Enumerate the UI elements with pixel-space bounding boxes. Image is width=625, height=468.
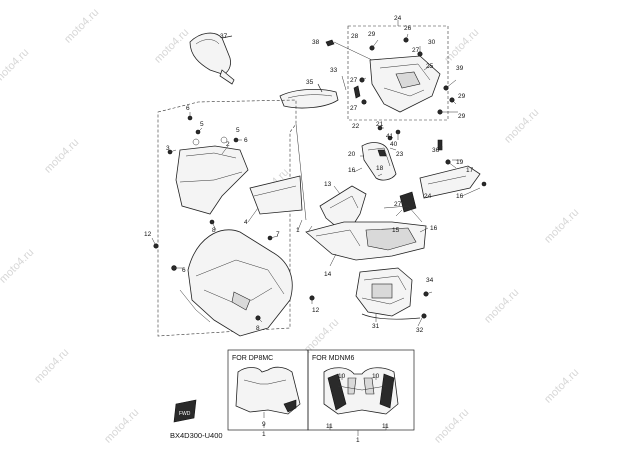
windscreen-part: [175, 136, 249, 215]
front-cowl-part: [179, 229, 293, 337]
variant-cowl-left: [235, 366, 301, 415]
callout-6c: 6: [182, 267, 186, 274]
front-direction-icon: FWD: [173, 399, 197, 423]
leader-lines-variant: [263, 374, 387, 436]
callout-labels: 37 35 33 38 24 28 29 26 30 27 25 27 27 3…: [144, 15, 474, 444]
callout-22: 22: [352, 123, 360, 130]
callout-29: 29: [368, 31, 376, 38]
callout-11b: 11: [382, 423, 389, 430]
callout-7: 7: [276, 231, 280, 238]
diagram-code: BX4D300-U400: [170, 431, 223, 440]
callout-5b: 5: [236, 127, 240, 134]
headlight-body-part: [305, 185, 427, 261]
callout-27d: 27: [394, 201, 402, 208]
callout-12b: 12: [312, 307, 320, 314]
callout-20: 20: [348, 151, 356, 158]
callout-31: 31: [372, 323, 380, 330]
lower-bracket-part: [355, 267, 429, 320]
callout-28: 28: [351, 33, 359, 40]
callout-1: 1: [296, 227, 300, 234]
callout-39: 39: [456, 65, 464, 72]
assembly-boundary: [157, 99, 297, 337]
callout-6b: 6: [244, 137, 248, 144]
callout-8b: 8: [256, 325, 260, 332]
variant-caption-left: FOR DP8MC: [232, 355, 273, 362]
callout-5: 5: [200, 121, 204, 128]
leader-lines-bracket: [333, 20, 458, 113]
callout-19: 19: [456, 159, 464, 166]
variant-caption-right: FOR MDNM6: [312, 355, 354, 362]
callout-34: 34: [426, 277, 434, 284]
callout-16c: 16: [430, 225, 438, 232]
callout-26: 26: [404, 25, 412, 32]
callout-18: 18: [376, 165, 384, 172]
callout-14: 14: [324, 271, 332, 278]
callout-11: 11: [326, 423, 333, 430]
callout-41: 41: [386, 133, 394, 140]
callout-15: 15: [392, 227, 400, 234]
mirror-part: [189, 32, 235, 85]
callout-32: 32: [416, 327, 424, 334]
callout-37: 37: [220, 33, 228, 40]
svg-text:FWD: FWD: [179, 411, 191, 417]
inner-panel-part: [249, 175, 303, 215]
callout-33: 33: [330, 67, 338, 74]
leader-lines-middle: [307, 127, 481, 327]
callout-35: 35: [306, 79, 314, 86]
leader-lines-left: [151, 112, 313, 323]
bracket-assembly-boundary: [347, 25, 449, 121]
callout-30: 30: [428, 39, 436, 46]
callout-9: 9: [262, 421, 266, 428]
callout-25: 25: [426, 63, 434, 70]
callout-8: 8: [212, 227, 216, 234]
side-cover-part: [279, 83, 339, 109]
callout-16b: 16: [348, 167, 356, 174]
stay-bracket-part: [325, 37, 455, 115]
callout-1c: 1: [356, 437, 360, 444]
callout-10b: 10: [372, 373, 380, 380]
callout-40: 40: [390, 141, 398, 148]
callout-2: 2: [226, 141, 230, 148]
meter-part: [361, 125, 401, 181]
callout-12: 12: [144, 231, 152, 238]
callout-23: 23: [396, 151, 404, 158]
callout-24b: 24: [424, 193, 432, 200]
callout-38: 38: [312, 39, 320, 46]
callout-24: 24: [394, 15, 402, 22]
callout-6: 6: [186, 105, 190, 112]
flasher-part: [419, 139, 487, 199]
callout-29c: 29: [458, 113, 466, 120]
callout-10: 10: [338, 373, 346, 380]
callout-27: 27: [412, 47, 420, 54]
callout-29b: 29: [458, 93, 466, 100]
callout-4: 4: [244, 219, 248, 226]
callout-17: 17: [466, 167, 474, 174]
callout-21: 21: [376, 121, 384, 128]
callout-1b: 1: [262, 431, 266, 438]
callout-3: 3: [166, 145, 170, 152]
callout-27c: 27: [350, 105, 358, 112]
callout-36: 36: [432, 147, 440, 154]
callout-13: 13: [324, 181, 332, 188]
callout-16: 16: [456, 193, 464, 200]
callout-27b: 27: [350, 77, 358, 84]
variant-cowl-right: [323, 367, 399, 415]
